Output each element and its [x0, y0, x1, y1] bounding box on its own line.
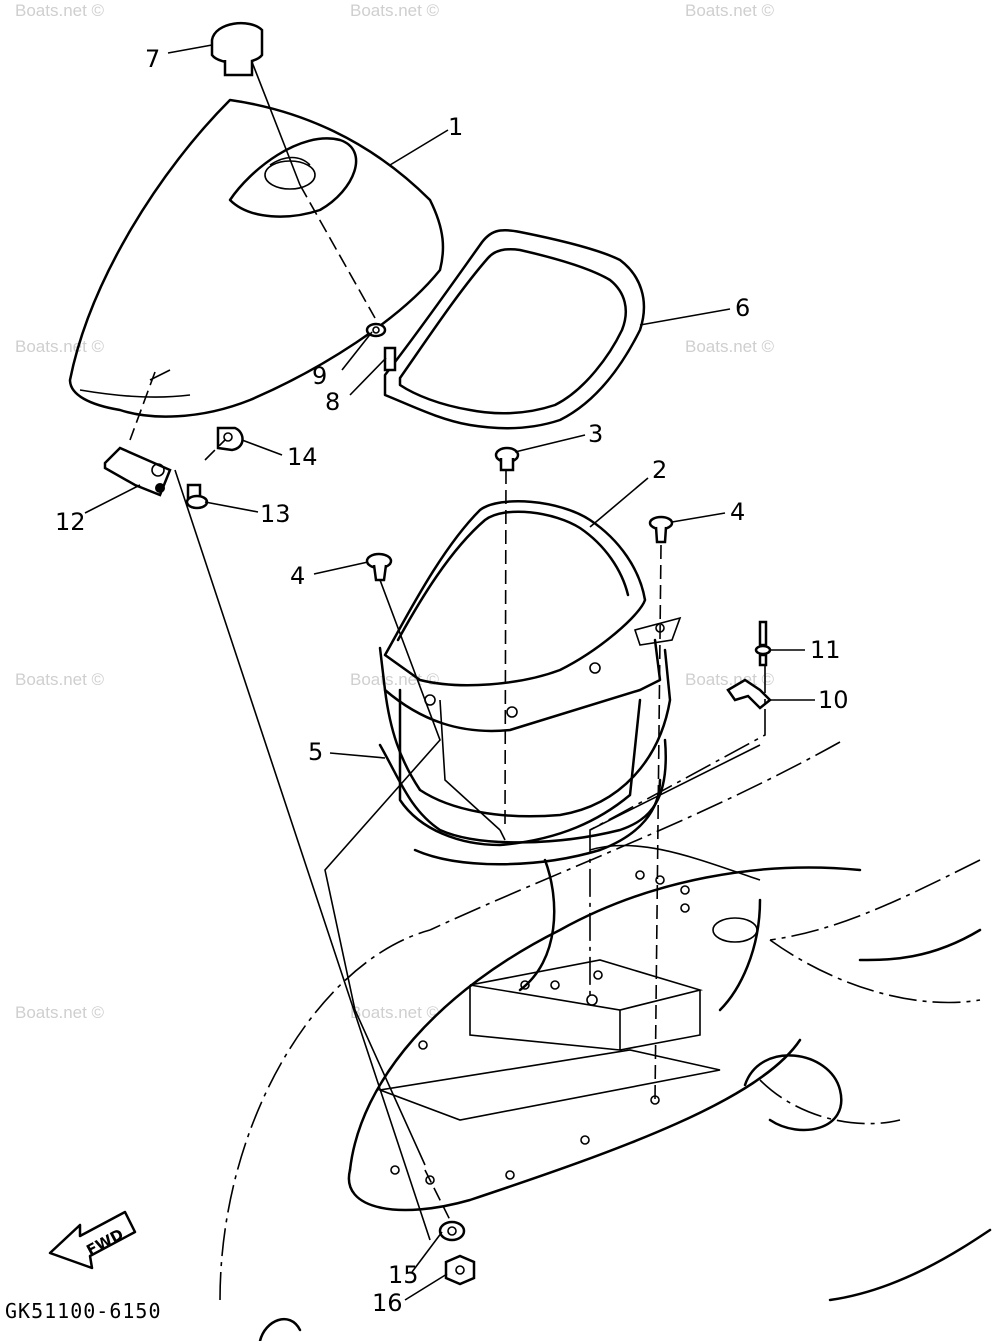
seal-gasket — [383, 228, 646, 430]
watermark-text: Boats.net © — [685, 670, 775, 689]
watermark-text: Boats.net © — [15, 670, 105, 689]
cap-plug — [210, 22, 264, 77]
watermark-text: Boats.net © — [350, 1003, 440, 1022]
part-label-2: 2 — [652, 456, 667, 484]
watermark-text: Boats.net © — [15, 1003, 105, 1022]
part-labels: 7 1 6 9 8 3 14 2 4 13 12 4 11 10 5 15 16 — [55, 45, 849, 1317]
part-label-11: 11 — [810, 636, 841, 664]
part-label-12: 12 — [55, 508, 86, 536]
part-label-4b: 4 — [290, 562, 305, 590]
forward-direction-arrow: FWD — [48, 1210, 137, 1270]
part-label-10: 10 — [818, 686, 849, 714]
hull-outline — [219, 741, 992, 1341]
part-label-13: 13 — [260, 500, 291, 528]
watermark-text: Boats.net © — [350, 670, 440, 689]
part-label-8: 8 — [325, 388, 340, 416]
hood-cover — [68, 98, 445, 418]
watermark-text: Boats.net © — [685, 337, 775, 356]
part-label-15: 15 — [388, 1261, 419, 1289]
part-label-7: 7 — [145, 45, 160, 73]
part-label-1: 1 — [448, 113, 463, 141]
part-label-6: 6 — [735, 294, 750, 322]
part-label-14: 14 — [287, 443, 318, 471]
watermark-text: Boats.net © — [685, 1, 775, 20]
fasteners — [185, 322, 772, 1286]
watermark-text: Boats.net © — [350, 1, 440, 20]
storage-box — [383, 500, 647, 847]
watermark-text: Boats.net © — [15, 1, 105, 20]
watermark-text: Boats.net © — [15, 337, 105, 356]
part-label-9: 9 — [312, 362, 327, 390]
part-label-16: 16 — [372, 1289, 403, 1317]
watermark-group: Boats.net © Boats.net © Boats.net © Boat… — [15, 1, 775, 1022]
leader-lines — [84, 44, 815, 1301]
diagram-code: GK51100-6150 — [5, 1299, 162, 1323]
part-label-3: 3 — [588, 420, 603, 448]
assembly-lines — [129, 61, 766, 1241]
part-label-4a: 4 — [730, 498, 745, 526]
box-frame — [378, 616, 682, 866]
part-label-5: 5 — [308, 738, 323, 766]
hinge — [103, 446, 172, 497]
